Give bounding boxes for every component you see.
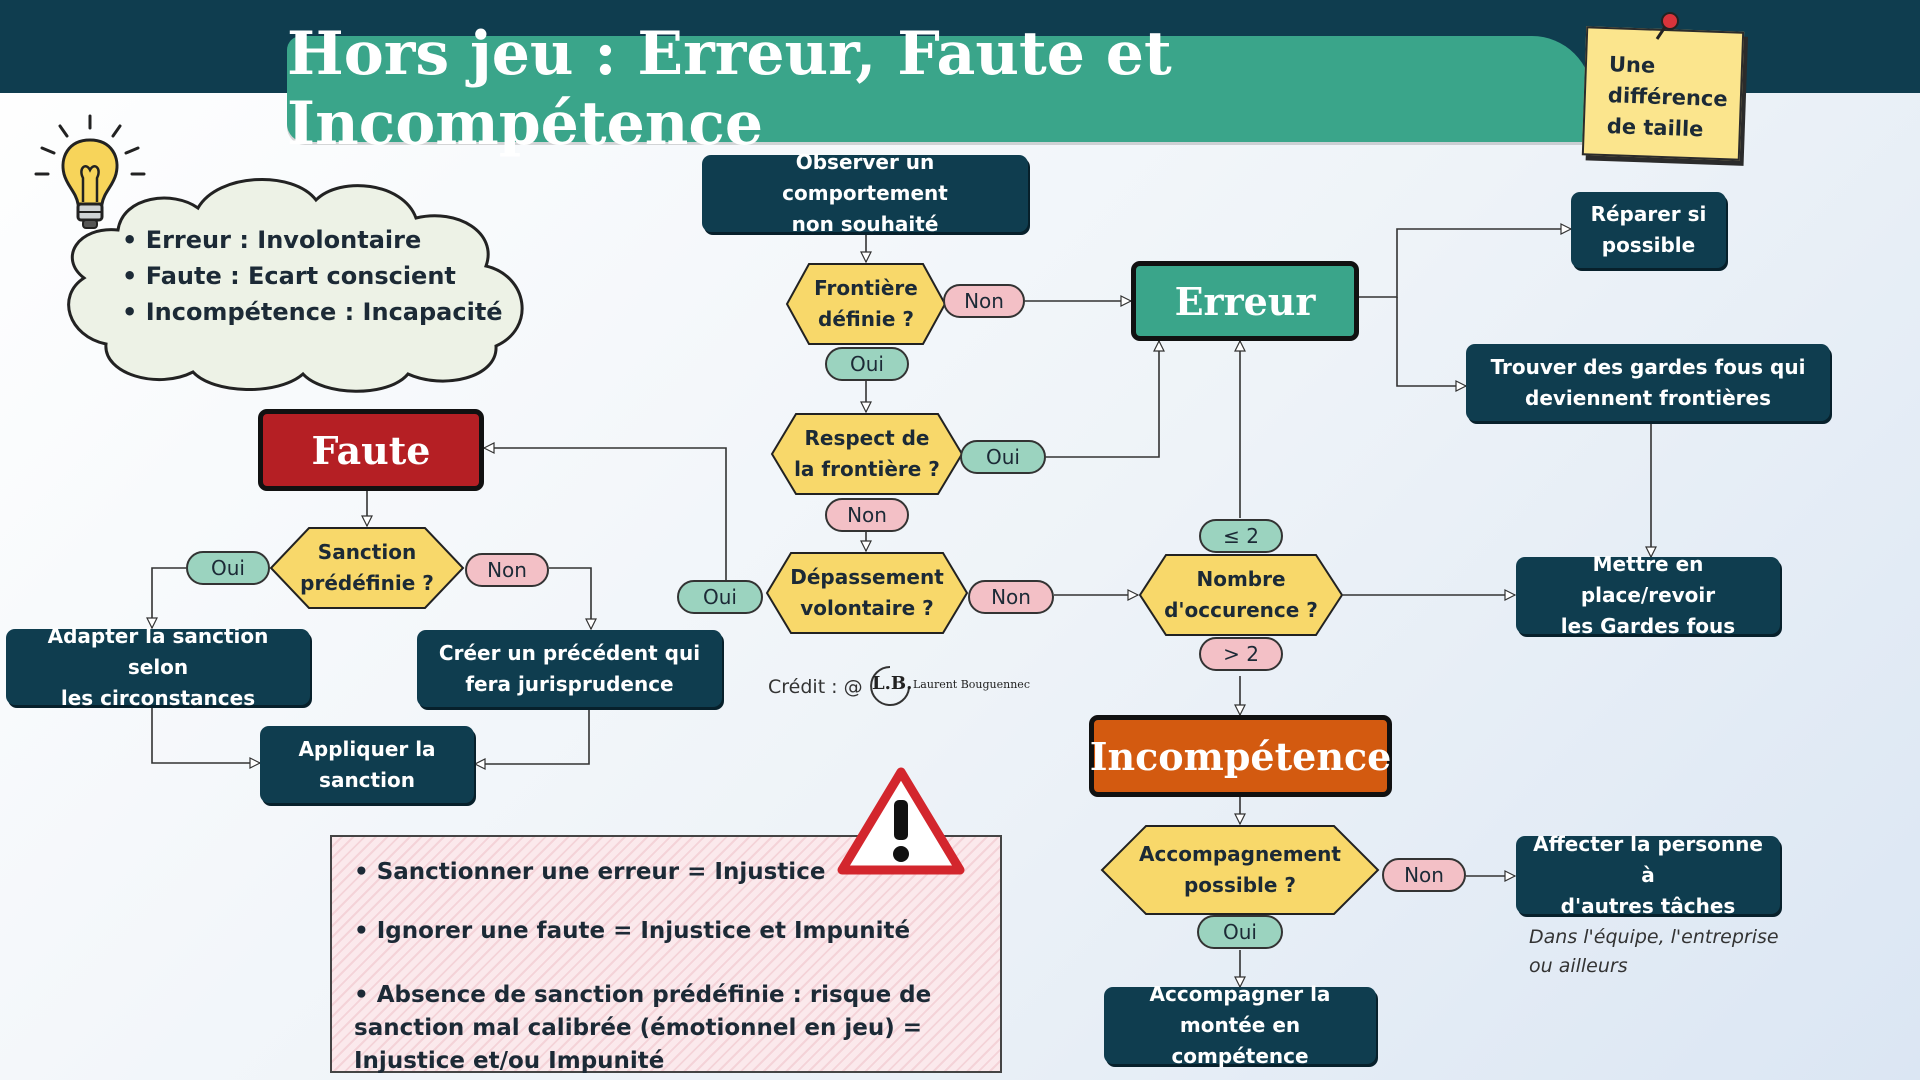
faute-box: Faute — [258, 409, 484, 491]
no-pill: Non — [465, 553, 549, 587]
voluntary-overstep-label: Dépassement volontaire ? — [790, 565, 944, 620]
support-growth-box: Accompagner la montée en compétence — [1104, 982, 1376, 1068]
warning-item: Sanctionner une erreur = Injustice — [354, 856, 1004, 889]
respect-frontier-decision: Respect de la frontière ? — [770, 412, 964, 496]
definition-item: Erreur : Involontaire — [122, 222, 503, 258]
definition-item: Faute : Ecart conscient — [122, 258, 503, 294]
definitions-list: Erreur : Involontaire Faute : Ecart cons… — [122, 222, 503, 330]
lightbulb-icon — [34, 114, 146, 229]
apply-sanction-box: Appliquer la sanction — [260, 726, 474, 803]
reassign-box: Affecter la personne à d'autres tâches — [1516, 832, 1780, 918]
gt2-pill: > 2 — [1199, 637, 1283, 671]
frontier-defined-label: Frontière définie ? — [814, 276, 918, 331]
logo-circle-icon — [870, 666, 910, 706]
yes-pill: Oui — [960, 440, 1046, 474]
yes-pill: Oui — [677, 580, 763, 614]
logo-initials: L.B. — [872, 673, 913, 694]
create-precedent-box: Créer un précédent qui fera jurisprudenc… — [417, 630, 722, 707]
yes-pill: Oui — [186, 551, 270, 585]
repair-box: Réparer si possible — [1571, 192, 1726, 268]
find-guardrails-box: Trouver des gardes fous qui deviennent f… — [1466, 344, 1830, 421]
no-pill: Non — [1382, 858, 1466, 892]
pushpin-icon — [1655, 12, 1679, 40]
support-possible-decision: Accompagnement possible ? — [1100, 824, 1380, 916]
no-pill: Non — [968, 580, 1054, 614]
no-pill: Non — [943, 284, 1025, 318]
le2-pill: ≤ 2 — [1199, 519, 1283, 553]
adapt-sanction-box: Adapter la sanction selon les circonstan… — [6, 624, 310, 710]
page-title: Hors jeu : Erreur, Faute et Incompétence — [287, 19, 1592, 159]
yes-pill: Oui — [1197, 915, 1283, 949]
definition-item: Incompétence : Incapacité — [122, 294, 503, 330]
no-pill: Non — [825, 498, 909, 532]
credit-text: Crédit : @ — [768, 676, 863, 698]
frontier-defined-decision: Frontière définie ? — [785, 262, 947, 346]
predefined-sanction-decision: Sanction prédéfinie ? — [269, 526, 465, 610]
warning-item: Absence de sanction prédéfinie : risque … — [354, 979, 1004, 1078]
logo-name: Laurent Bouguennec — [913, 678, 1030, 691]
occurrence-count-decision: Nombre d'occurence ? — [1138, 553, 1344, 637]
sticky-note: Une différence de taille — [1581, 26, 1745, 161]
yes-pill: Oui — [825, 347, 909, 381]
support-possible-label: Accompagnement possible ? — [1139, 842, 1341, 897]
observe-behavior-box: Observer un comportement non souhaité — [702, 150, 1028, 236]
setup-guardrails-box: Mettre en place/revoir les Gardes fous — [1516, 552, 1780, 638]
respect-frontier-label: Respect de la frontière ? — [794, 426, 940, 481]
erreur-box: Erreur — [1131, 261, 1359, 341]
reassign-note: Dans l'équipe, l'entreprise ou ailleurs — [1529, 926, 1779, 977]
incompetence-box: Incompétence — [1089, 715, 1392, 797]
occurrence-count-label: Nombre d'occurence ? — [1164, 567, 1318, 622]
predefined-sanction-label: Sanction prédéfinie ? — [300, 540, 434, 595]
author-logo: L.B. Laurent Bouguennec — [868, 664, 1030, 708]
sticky-note-text: Une différence de taille — [1606, 52, 1728, 142]
voluntary-overstep-decision: Dépassement volontaire ? — [765, 551, 969, 635]
warning-item: Ignorer une faute = Injustice et Impunit… — [354, 915, 1004, 948]
